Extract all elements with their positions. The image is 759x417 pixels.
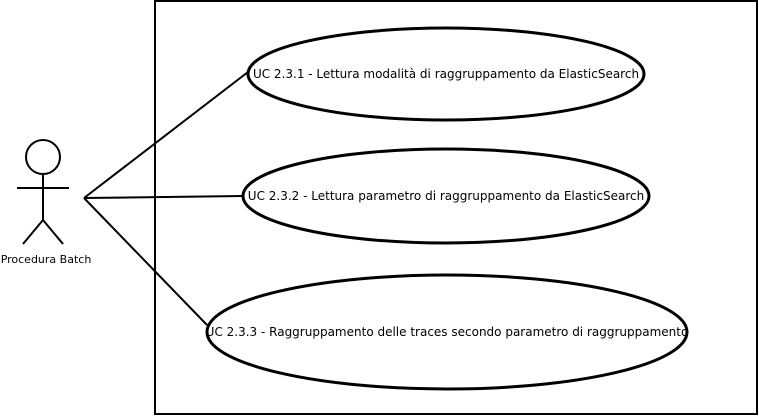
use-case-ellipse (205, 273, 689, 391)
association-uc-2-3-3 (83, 197, 208, 326)
actor-left-leg (22, 219, 44, 245)
actor-right-leg (42, 219, 64, 245)
actor-label: Procedura Batch (1, 253, 92, 266)
use-case-label: UC 2.3.2 - Lettura parametro di raggrupp… (248, 189, 644, 203)
use-case-2-3-1[interactable]: UC 2.3.1 - Lettura modalità di raggruppa… (246, 26, 646, 122)
association-uc-2-3-1 (83, 71, 249, 199)
actor-head (25, 139, 61, 175)
use-case-ellipse (246, 26, 646, 122)
use-case-label: UC 2.3.3 - Raggruppamento delle traces s… (206, 325, 689, 339)
actor-procedura-batch[interactable]: Procedura Batch (1, 139, 92, 266)
use-case-2-3-2[interactable]: UC 2.3.2 - Lettura parametro di raggrupp… (241, 147, 651, 245)
system-boundary (154, 0, 758, 415)
association-uc-2-3-2 (83, 195, 244, 199)
use-case-label: UC 2.3.1 - Lettura modalità di raggruppa… (253, 67, 639, 81)
use-case-2-3-3[interactable]: UC 2.3.3 - Raggruppamento delle traces s… (205, 273, 689, 391)
use-case-ellipse (241, 147, 651, 245)
